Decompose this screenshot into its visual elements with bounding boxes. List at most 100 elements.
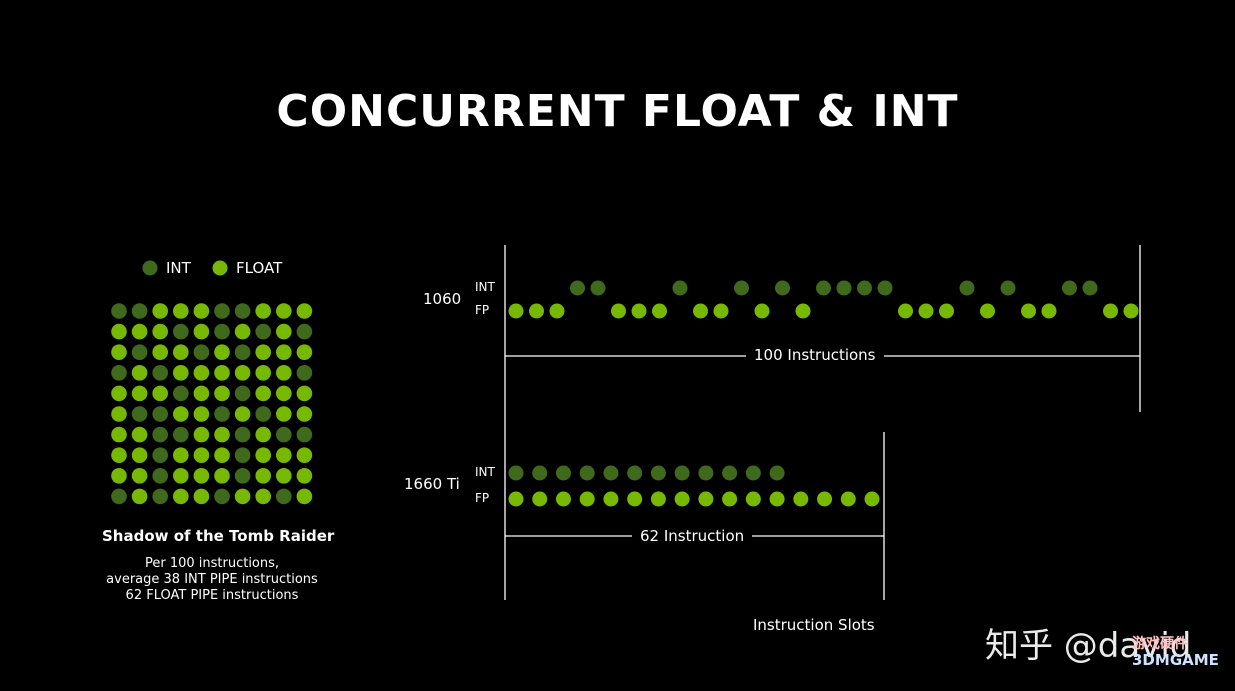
gpu-1660-span-label: 62 Instruction bbox=[632, 527, 753, 545]
gpu-1660-int-dot bbox=[579, 465, 595, 481]
grid-float-dot bbox=[214, 426, 230, 443]
gpu-1660-int-dot bbox=[769, 465, 785, 481]
grid-int-dot bbox=[255, 323, 271, 340]
grid-float-dot bbox=[276, 447, 292, 464]
grid-int-dot bbox=[234, 468, 251, 484]
grid-float-dot bbox=[276, 303, 292, 319]
grid-float-dot bbox=[131, 488, 148, 505]
grid-int-dot bbox=[152, 447, 168, 464]
grid-float-dot bbox=[111, 406, 127, 422]
grid-float-dot bbox=[234, 365, 251, 381]
gpu-1660-fp-dot bbox=[698, 491, 714, 507]
gpu-1060-int-dot bbox=[959, 280, 975, 296]
gpu-1660-fp-dot bbox=[840, 491, 856, 507]
grid-float-dot bbox=[255, 344, 271, 361]
grid-float-dot bbox=[296, 303, 313, 319]
grid-float-dot bbox=[214, 468, 230, 484]
gpu-1060-int-dot bbox=[1000, 280, 1016, 296]
gpu-1660-fp-dot bbox=[745, 491, 761, 507]
gpu-1060-fp-label: FP bbox=[475, 303, 490, 317]
grid-float-dot bbox=[276, 323, 292, 340]
grid-float-dot bbox=[255, 303, 271, 319]
gpu-1660-int-dot bbox=[745, 465, 761, 481]
slide-title: CONCURRENT FLOAT & INT bbox=[276, 86, 959, 137]
grid-float-dot bbox=[234, 406, 251, 422]
grid-float-dot bbox=[173, 406, 189, 422]
gpu-1060-fp-dot bbox=[898, 303, 913, 319]
axis-label: Instruction Slots bbox=[753, 616, 875, 634]
legend-float-dot bbox=[212, 260, 228, 276]
gpu-1060-int-dot bbox=[590, 280, 606, 296]
gpu-1660-int-dot bbox=[627, 465, 643, 481]
gpu-1060-span-label: 100 Instructions bbox=[746, 346, 884, 364]
gpu-1660-fp-dot bbox=[627, 491, 643, 507]
grid-int-dot bbox=[234, 385, 251, 402]
game-note-line: Per 100 instructions, bbox=[144, 556, 280, 571]
grid-float-dot bbox=[234, 323, 251, 340]
grid-float-dot bbox=[173, 447, 189, 464]
grid-float-dot bbox=[193, 468, 210, 484]
grid-int-dot bbox=[276, 426, 292, 443]
grid-float-dot bbox=[111, 344, 127, 361]
gpu-1060-fp-dot bbox=[631, 303, 647, 319]
grid-float-dot bbox=[193, 447, 210, 464]
grid-float-dot bbox=[131, 468, 148, 484]
game-note: Per 100 instructions, average 38 INT PIP… bbox=[82, 556, 342, 604]
grid-float-dot bbox=[111, 426, 127, 443]
grid-float-dot bbox=[193, 385, 210, 402]
grid-int-dot bbox=[173, 323, 189, 340]
gpu-1660-int-dot bbox=[698, 465, 714, 481]
gpu-1660-fp-dot bbox=[722, 491, 738, 507]
legend-int-label: INT bbox=[166, 259, 191, 277]
gpu-1060-int-dot bbox=[836, 280, 852, 296]
gpu-1060-fp-dot bbox=[508, 303, 524, 319]
grid-float-dot bbox=[173, 468, 189, 484]
grid-int-dot bbox=[296, 365, 313, 381]
gpu-1060-fp-dot bbox=[652, 303, 667, 319]
grid-int-dot bbox=[276, 488, 292, 505]
grid-int-dot bbox=[296, 426, 313, 443]
watermark-logo-cn: 游戏硬件 bbox=[1132, 636, 1188, 652]
grid-float-dot bbox=[276, 468, 292, 484]
grid-float-dot bbox=[255, 447, 271, 464]
gpu-1060-int-dot bbox=[570, 280, 585, 296]
grid-int-dot bbox=[152, 365, 168, 381]
grid-float-dot bbox=[131, 426, 148, 443]
gpu-1660-int-dot bbox=[722, 465, 738, 481]
grid-float-dot bbox=[173, 488, 189, 505]
grid-float-dot bbox=[173, 365, 189, 381]
grid-float-dot bbox=[214, 344, 230, 361]
grid-float-dot bbox=[152, 344, 168, 361]
grid-float-dot bbox=[276, 344, 292, 361]
legend-float-label: FLOAT bbox=[236, 259, 283, 277]
watermark-logo: 游戏硬件 3DMGAME bbox=[1132, 636, 1219, 668]
grid-float-dot bbox=[193, 303, 210, 319]
gpu-1060-fp-dot bbox=[1103, 303, 1118, 319]
grid-int-dot bbox=[152, 426, 168, 443]
grid-float-dot bbox=[111, 323, 127, 340]
grid-float-dot bbox=[255, 468, 271, 484]
gpu-1060-fp-dot bbox=[693, 303, 708, 319]
watermark-logo-en: 3DMGAME bbox=[1132, 651, 1219, 669]
gpu-1660-fp-dot bbox=[508, 491, 524, 507]
grid-float-dot bbox=[173, 344, 189, 361]
grid-float-dot bbox=[193, 323, 210, 340]
legend-int-dot bbox=[142, 260, 158, 276]
gpu-1060-int-dot bbox=[672, 280, 688, 296]
grid-float-dot bbox=[214, 385, 230, 402]
grid-float-dot bbox=[111, 385, 127, 402]
gpu-1660-fp-dot bbox=[532, 491, 548, 507]
gpu-1060-fp-dot bbox=[918, 303, 934, 319]
grid-float-dot bbox=[276, 406, 292, 422]
gpu-1660-int-label: INT bbox=[475, 465, 495, 479]
grid-int-dot bbox=[111, 365, 127, 381]
gpu-1660-fp-dot bbox=[555, 491, 571, 507]
grid-float-dot bbox=[152, 323, 168, 340]
grid-float-dot bbox=[296, 344, 313, 361]
gpu-1060-fp-dot bbox=[529, 303, 544, 319]
gpu-1660-int-dot bbox=[674, 465, 690, 481]
gpu-1060-fp-dot bbox=[939, 303, 954, 319]
gpu-1060-int-label: INT bbox=[475, 280, 495, 294]
grid-float-dot bbox=[193, 488, 210, 505]
gpu-1660-int-dot bbox=[650, 465, 666, 481]
